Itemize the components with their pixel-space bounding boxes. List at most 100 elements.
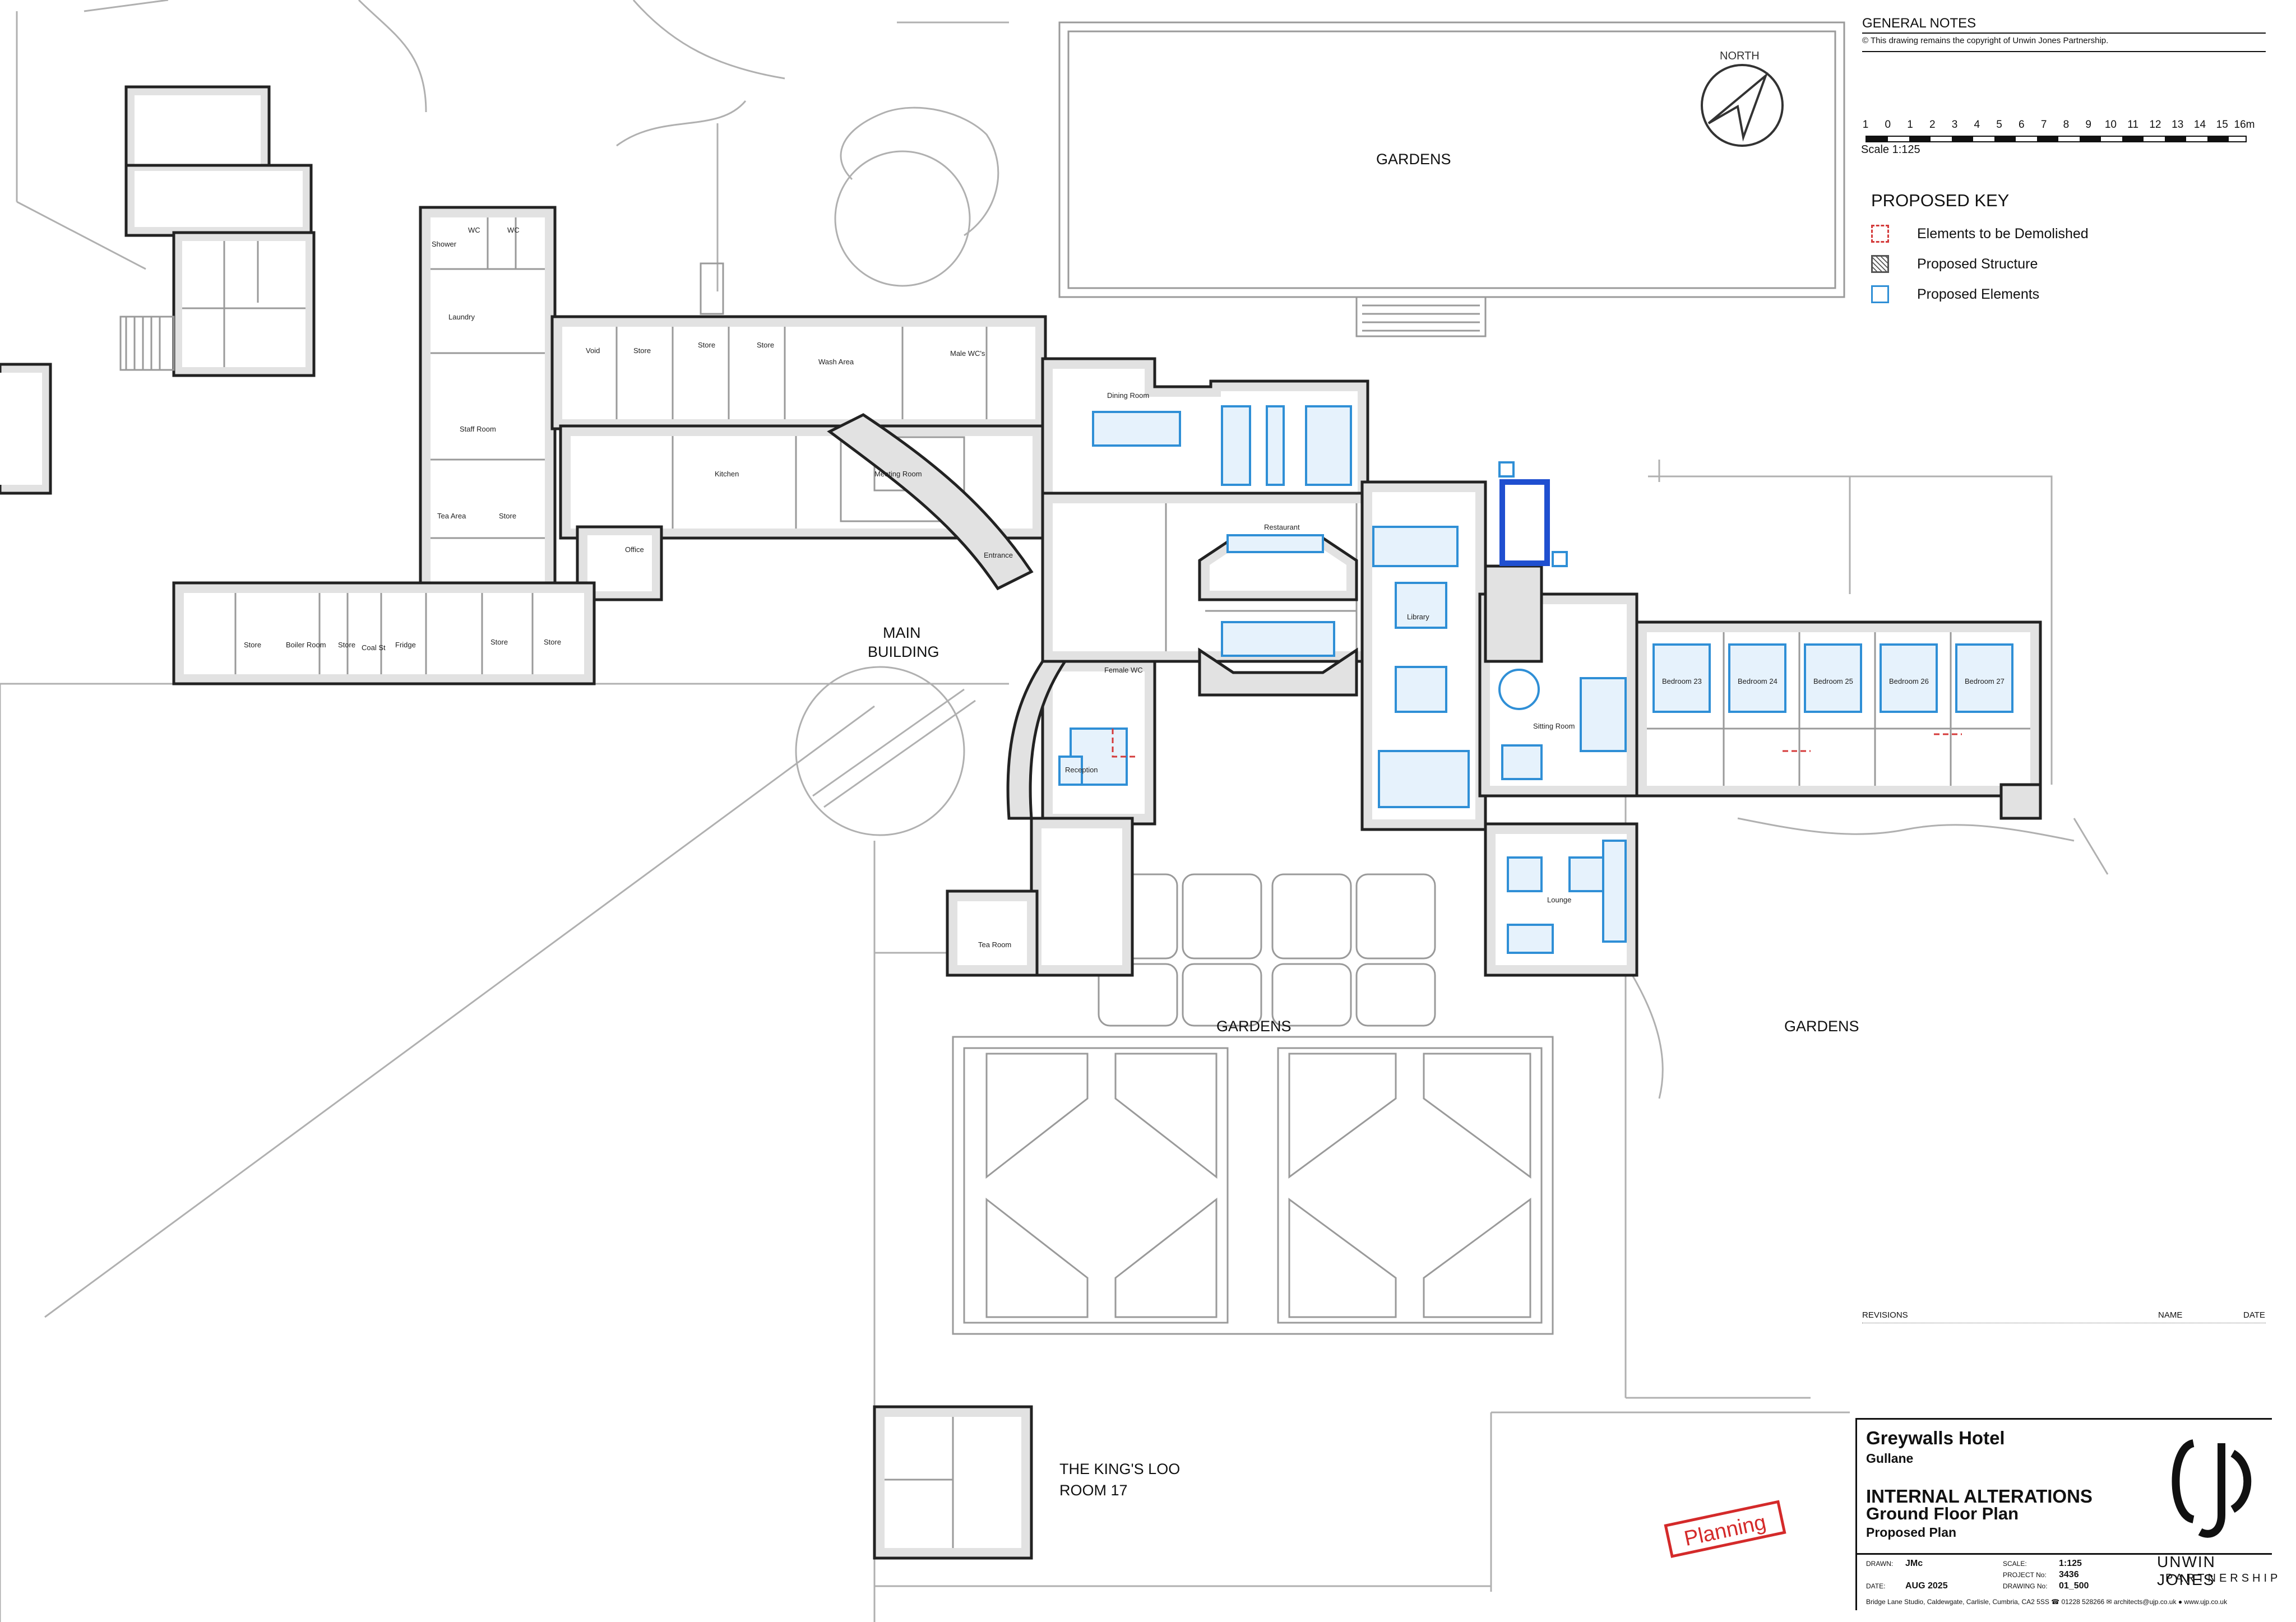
gardens-label: GARDENS: [1784, 1018, 1859, 1035]
hatch-swatch-icon: [1871, 255, 1889, 273]
main-building-label: BUILDING: [868, 643, 939, 660]
scale-tick-label: 3: [1951, 119, 1958, 131]
room-label: Store: [757, 341, 774, 349]
drawn-by: DRAWN: JMc: [1866, 1559, 1923, 1568]
revisions-header: REVISIONS NAME DATE: [1862, 1310, 2266, 1324]
kings-loo-label: ROOM 17: [1059, 1482, 1128, 1499]
room-label: Reception: [1065, 766, 1098, 774]
room-label: Bedroom 24: [1738, 677, 1777, 685]
key-item-demolished: Elements to be Demolished: [1871, 219, 2207, 249]
room-label: Sitting Room: [1533, 722, 1575, 730]
key-item-proposed: Proposed Elements: [1871, 279, 2207, 309]
drawing-title: INTERNAL ALTERATIONS: [1866, 1486, 2093, 1507]
room-label: Office: [625, 545, 644, 554]
scale-tick-label: 7: [2040, 119, 2047, 131]
kings-loo: [873, 1405, 1033, 1560]
proposed-swatch-icon: [1871, 285, 1889, 303]
notes-copyright: © This drawing remains the copyright of …: [1862, 36, 2109, 45]
room-label: Entrance: [984, 551, 1013, 559]
project-number: PROJECT No: 3436: [2003, 1570, 2079, 1579]
project-location: Gullane: [1866, 1451, 1914, 1466]
room-label: Store: [698, 341, 715, 349]
proposed-key: PROPOSED KEY Elements to be Demolished P…: [1871, 191, 2207, 309]
scale-text: Scale 1:125: [1861, 143, 1920, 156]
room-label: Bedroom 26: [1889, 677, 1929, 685]
room-label: Boiler Room: [286, 641, 326, 649]
room-label: WC: [507, 226, 520, 234]
scale-bar-graphic: [1866, 136, 2247, 142]
scale-tick-label: 11: [2127, 119, 2139, 131]
room-label: Restaurant: [1264, 523, 1300, 531]
north-arrow: NORTH: [1701, 50, 1784, 147]
room-label: Laundry: [448, 313, 475, 321]
firm-name: UNWIN JONES: [2157, 1553, 2216, 1588]
scale-tick-label: 4: [1974, 119, 1980, 131]
room-label: Dining Room: [1107, 391, 1149, 400]
main-building-label: MAIN: [883, 624, 921, 641]
room-label: Void: [586, 346, 600, 355]
room-label: Lounge: [1547, 896, 1571, 904]
scale-tick-label: 0: [1885, 119, 1891, 131]
project-name: Greywalls Hotel: [1866, 1428, 2005, 1448]
planning-stamp: Planning: [1664, 1500, 1786, 1558]
room-label: Store: [633, 346, 651, 355]
room-label: Store: [244, 641, 261, 649]
room-label: Store: [499, 512, 516, 520]
north-label: NORTH: [1720, 50, 1760, 62]
room-label: Library: [1407, 613, 1429, 621]
room-label: Store: [490, 638, 508, 646]
room-label: Tea Room: [978, 940, 1011, 949]
drawing-subtitle: Ground Floor Plan: [1866, 1504, 2019, 1523]
scale-tick-label: 2: [1929, 119, 1936, 131]
room-label: Wash Area: [818, 358, 854, 366]
key-label: Proposed Structure: [1917, 256, 2038, 272]
area-labels: GARDENS GARDENS GARDENS MAIN BUILDING TH…: [868, 151, 1859, 1499]
parterre-gardens: [952, 873, 1554, 1335]
demolish-swatch-icon: [1871, 225, 1889, 243]
drawing-date: DATE: AUG 2025: [1866, 1581, 1948, 1591]
room-label: Shower: [432, 240, 457, 248]
room-label: Store: [338, 641, 355, 649]
room-label: Tea Area: [437, 512, 466, 520]
scale-tick-label: 16m: [2234, 119, 2255, 131]
gardens-label: GARDENS: [1376, 151, 1451, 168]
scale-tick-label: 1: [1907, 119, 1913, 131]
room-label: Female WC: [1104, 666, 1143, 674]
key-label: Proposed Elements: [1917, 286, 2040, 302]
general-notes: GENERAL NOTES © This drawing remains the…: [1862, 16, 2266, 52]
room-label: Meeting Room: [874, 470, 922, 478]
key-label: Elements to be Demolished: [1917, 225, 2089, 242]
top-gardens-enclosure: [1058, 21, 1845, 337]
drawing-scale: SCALE: 1:125: [2003, 1559, 2082, 1568]
kings-loo-label: THE KING'S LOO: [1059, 1461, 1180, 1477]
firm-subname: PARTNERSHIP: [2165, 1572, 2281, 1584]
scale-tick-label: 15: [2216, 119, 2228, 131]
scale-tick-label: 1: [1862, 119, 1869, 131]
main-house: [827, 357, 1392, 977]
room-label: Store: [544, 638, 561, 646]
scale-tick-label: 12: [2149, 119, 2161, 131]
scale-tick-label: 6: [2019, 119, 2025, 131]
ujp-logo: [2154, 1431, 2261, 1543]
title-block: Greywalls Hotel Gullane INTERNAL ALTERAT…: [1855, 1418, 2278, 1610]
room-label: Kitchen: [715, 470, 739, 478]
service-wing: [172, 206, 1047, 685]
firm-address: Bridge Lane Studio, Caldewgate, Carlisle…: [1866, 1598, 2228, 1606]
room-label: Coal St: [362, 643, 386, 652]
scale-tick-label: 8: [2063, 119, 2070, 131]
room-label: Staff Room: [460, 425, 496, 433]
room-label: Bedroom 27: [1965, 677, 2005, 685]
scale-tick-label: 14: [2193, 119, 2206, 131]
room-labels: Shower WC WC Laundry Staff Room Tea Area…: [244, 226, 2005, 949]
details-row-divider: [1857, 1553, 2272, 1555]
site-outlines: [0, 0, 2109, 1622]
ujp-logo-icon: [2172, 1439, 2252, 1538]
key-item-structure: Proposed Structure: [1871, 249, 2207, 279]
proposed-elements: [1058, 405, 2013, 954]
scale-tick-label: 5: [1996, 119, 2002, 131]
scale-tick-label: 13: [2172, 119, 2184, 131]
gardens-label: GARDENS: [1216, 1018, 1292, 1035]
